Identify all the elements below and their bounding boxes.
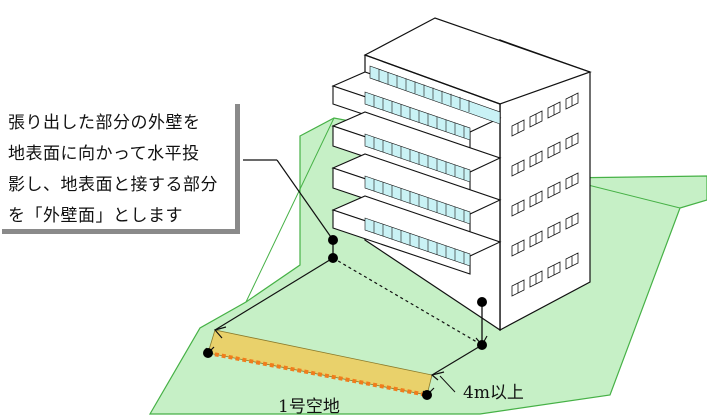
point-building-corner [477, 297, 487, 307]
balcony-floor-4 [331, 195, 502, 275]
top-railing-glass [369, 65, 501, 125]
balcony-floor-1 [331, 71, 502, 151]
point-projection-right [477, 340, 487, 350]
frontage-boundary [207, 351, 428, 397]
open-space-label: 1号空地 [278, 397, 340, 417]
balcony-floor-2 [331, 111, 502, 193]
point-wall-top [328, 235, 338, 245]
callout-line-4: を「外壁面」とします [8, 206, 183, 226]
balcony-floor-3 [331, 153, 502, 235]
point-wall-ground [328, 253, 338, 263]
distance-line-right [431, 344, 483, 376]
distance-bracket [439, 375, 456, 393]
distance-label: 4m以上 [463, 383, 524, 403]
railing-mullions [373, 69, 470, 264]
point-frontage-right [422, 390, 432, 400]
arrow-head-left [213, 326, 227, 339]
arrow-head-right-2 [430, 371, 445, 381]
distance-line-left [214, 257, 334, 331]
point-frontage-left [203, 348, 213, 358]
callout-line-3: 影し、地表面と接する部分 [8, 175, 218, 195]
wall-face-line [332, 257, 483, 346]
leader-line-diag [276, 159, 334, 241]
side-windows [511, 92, 579, 297]
callout-line-1: 張り出した部分の外壁を [8, 113, 201, 133]
ground-crease [245, 117, 335, 303]
callout-line-2: 地表面に向かって水平投 [8, 144, 200, 164]
callout-box: 張り出した部分の外壁を 地表面に向かって水平投 影し、地表面と接する部分 を「外… [2, 104, 240, 234]
